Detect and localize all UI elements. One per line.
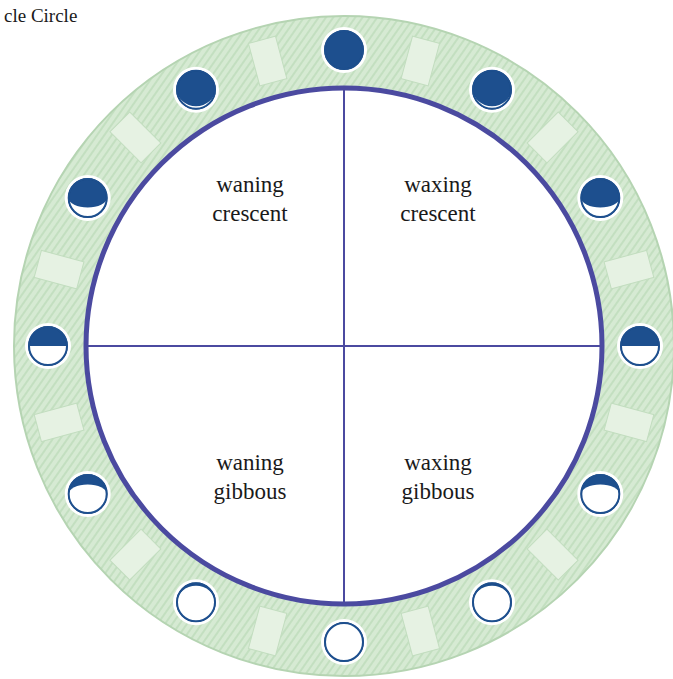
moon-phase-icons <box>25 27 663 665</box>
ring-cell <box>604 403 654 441</box>
moon-halo <box>577 471 623 517</box>
moon-dark <box>473 583 511 621</box>
moon-rim <box>473 71 511 109</box>
inner-circle <box>86 88 602 604</box>
ring-cell <box>401 606 439 656</box>
moon-dark <box>581 475 619 513</box>
moon-lit <box>621 346 659 365</box>
moon-icon <box>321 619 367 665</box>
moon-lit <box>325 623 363 661</box>
moon-icon <box>617 323 663 369</box>
moon-dark <box>177 583 215 621</box>
title-fragment: cle Circle <box>4 4 77 28</box>
moon-icon <box>577 175 623 221</box>
moon-lit <box>29 346 67 365</box>
moon-lit <box>69 198 107 217</box>
moon-rim <box>581 179 619 217</box>
moon-rim <box>29 327 67 365</box>
moon-icon <box>321 27 367 73</box>
ring-cell <box>248 36 286 86</box>
moon-dark <box>581 179 619 217</box>
moon-rim <box>69 179 107 217</box>
quadrant-label: waning gibbous <box>185 449 315 507</box>
moon-rim <box>473 583 511 621</box>
quadrant-label: waxing gibbous <box>373 449 503 507</box>
quadrant-label: waning crescent <box>185 171 315 229</box>
moon-halo <box>469 579 515 625</box>
horizontal-divider <box>86 345 602 347</box>
moon-icon <box>65 175 111 221</box>
ring-cell <box>401 36 439 86</box>
moon-icon <box>469 67 515 113</box>
ring-cell <box>110 529 161 580</box>
moon-dark <box>69 475 107 513</box>
moon-halo <box>321 27 367 73</box>
moon-halo <box>577 175 623 221</box>
moon-rim <box>177 583 215 621</box>
moon-rim <box>177 71 215 109</box>
moon-rim <box>69 475 107 513</box>
moon-dark <box>177 71 215 109</box>
ring-cell <box>110 112 161 163</box>
moon-icon <box>65 471 111 517</box>
moon-rim <box>325 623 363 661</box>
moon-icon <box>173 67 219 113</box>
moon-lit <box>473 90 511 109</box>
moon-halo <box>25 323 71 369</box>
moon-halo <box>173 579 219 625</box>
moon-icon <box>469 579 515 625</box>
moon-dark <box>325 623 363 661</box>
moon-halo <box>65 471 111 517</box>
moon-dark <box>69 179 107 217</box>
ring-cell <box>248 606 286 656</box>
quadrant-label: waxing crescent <box>373 171 503 229</box>
ring-cell <box>34 403 84 441</box>
moon-lit <box>177 90 215 109</box>
outer-ring <box>14 16 673 676</box>
moon-icon <box>25 323 71 369</box>
moon-rim <box>581 475 619 513</box>
ring-decoration <box>34 36 654 656</box>
ring-cell <box>527 529 578 580</box>
moon-halo <box>321 619 367 665</box>
moon-halo <box>469 67 515 113</box>
ring-cell <box>604 250 654 288</box>
moon-icon <box>173 579 219 625</box>
moon-halo <box>65 175 111 221</box>
moon-dark <box>621 327 659 365</box>
moon-halo <box>617 323 663 369</box>
moon-icon <box>577 471 623 517</box>
moon-rim <box>325 31 363 69</box>
ring-cell <box>34 250 84 288</box>
moon-rim <box>621 327 659 365</box>
moon-dark <box>325 31 363 69</box>
moon-dark <box>29 327 67 365</box>
moon-dark <box>473 71 511 109</box>
ring-cell <box>527 112 578 163</box>
moon-lit <box>581 198 619 217</box>
moon-halo <box>173 67 219 113</box>
